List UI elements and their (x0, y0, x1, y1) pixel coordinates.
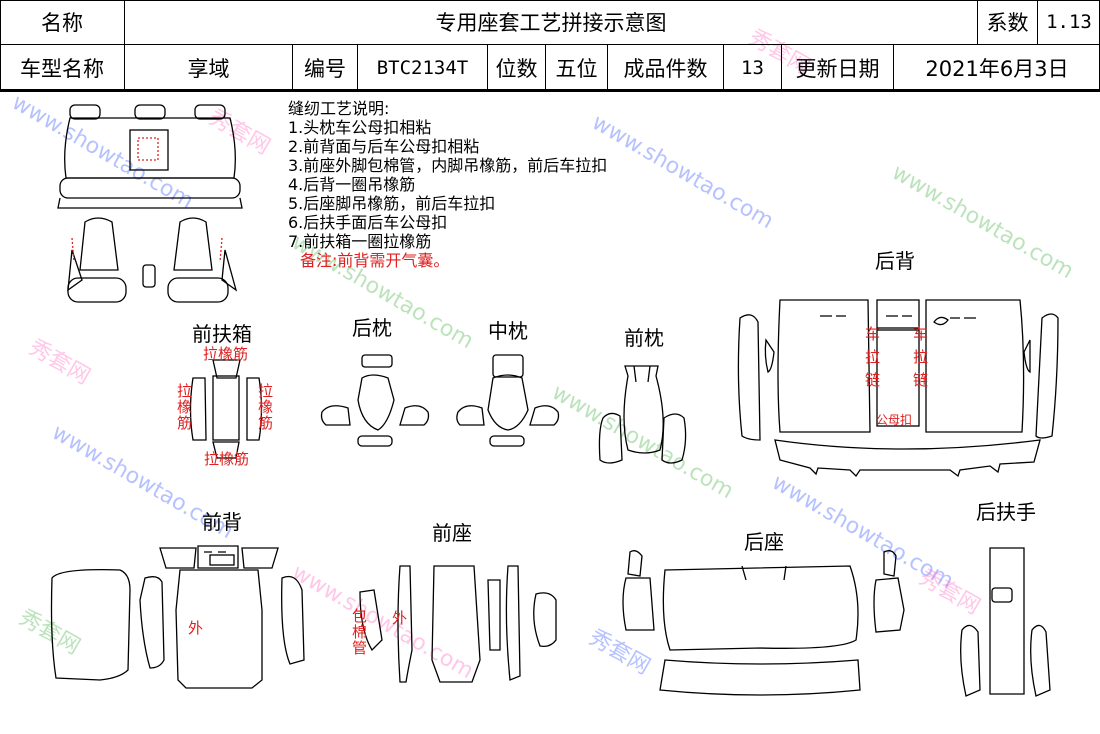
front-seat-pattern (359, 565, 557, 683)
code-label: 编号 (293, 45, 358, 90)
note-outer-front-seat: 外 (392, 609, 408, 627)
coef-label: 系数 (978, 0, 1038, 45)
rear-back-pattern (737, 299, 1059, 478)
note-car-pull-chain-left: 车拉链 (863, 326, 881, 395)
notes-remark: 备注:前背需开气囊。 (300, 251, 450, 270)
note-item: 6.后扶手面后车公母扣 (288, 213, 448, 232)
front-pillow-pattern (598, 365, 687, 464)
note-item: 4.后背一圈吊橡筋 (288, 175, 416, 194)
note-item: 2.前背面与后车公母扣相粘 (288, 137, 480, 156)
label-front-armbox: 前扶箱 (192, 322, 252, 346)
note-item: 3.前座外脚包棉管，内脚吊橡筋，前后车拉扣 (288, 156, 608, 175)
note-snap: 公母扣 (876, 413, 913, 427)
note-pull-elastic-right: 拉橡筋 (256, 383, 274, 431)
front-seats-overview-icon (67, 217, 238, 303)
mid-pillow-pattern (456, 354, 560, 447)
note-pull-elastic-top: 拉橡筋 (203, 345, 249, 363)
seats-value: 五位 (546, 45, 608, 90)
front-armbox-pattern (189, 359, 263, 459)
note-outer-front-back: 外 (188, 619, 204, 637)
pieces-label: 成品件数 (608, 45, 724, 90)
label-mid-pillow: 中枕 (488, 319, 528, 343)
rear-bench-overview-icon (57, 104, 243, 209)
rear-pillow-pattern (320, 354, 430, 447)
label-front-back: 前背 (202, 510, 242, 534)
notes-title: 缝纫工艺说明: (288, 99, 390, 118)
label-front-seat: 前座 (432, 521, 472, 545)
date-label: 更新日期 (782, 45, 894, 90)
label-rear-back: 后背 (875, 249, 915, 273)
label-rear-pillow: 后枕 (352, 316, 392, 340)
model-value: 享域 (125, 45, 293, 90)
note-item: 5.后座脚吊橡筋，前后车拉扣 (288, 194, 496, 213)
rear-seat-pattern (622, 550, 905, 696)
label-rear-armrest: 后扶手 (976, 500, 1036, 524)
note-item: 7.前扶箱一圈拉橡筋 (288, 232, 432, 251)
header-table: 名称 专用座套工艺拼接示意图 系数 1.13 车型名称 享域 编号 BTC213… (0, 0, 1100, 92)
note-pull-elastic-bottom: 拉橡筋 (204, 450, 250, 468)
date-value: 2021年6月3日 (925, 56, 1069, 81)
note-item: 1.头枕车公母扣相粘 (288, 118, 432, 137)
label-front-pillow: 前枕 (624, 326, 664, 350)
seats-label: 位数 (488, 45, 546, 90)
code-value: BTC2134T (358, 45, 488, 90)
label-rear-seat: 后座 (744, 530, 784, 554)
front-back-pattern (50, 545, 305, 689)
pieces-value: 13 (724, 45, 782, 90)
note-pull-elastic-left: 拉橡筋 (175, 383, 193, 431)
note-cotton-tube: 包棉管 (350, 608, 368, 656)
sewing-notes: 缝纫工艺说明: 1.头枕车公母扣相粘 2.前背面与后车公母扣相粘 3.前座外脚包… (288, 99, 607, 270)
rear-armrest-pattern (960, 547, 1051, 697)
model-label: 车型名称 (0, 45, 125, 90)
note-car-pull-chain-right: 车拉链 (911, 326, 929, 395)
